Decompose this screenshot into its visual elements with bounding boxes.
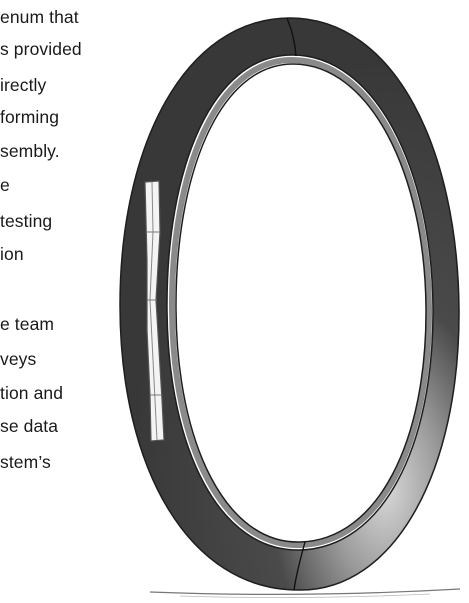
ring-inner-edge	[175, 63, 427, 543]
body-text-line: stem’s	[0, 452, 51, 472]
ring-seam-top	[286, 17, 297, 57]
floor-line	[149, 588, 461, 595]
ring-seam-bottom	[293, 541, 306, 591]
body-text-line: ion	[0, 244, 24, 264]
body-text-line: se data	[0, 416, 59, 436]
body-text-line: e	[0, 175, 10, 195]
sensor-strip	[144, 180, 165, 442]
body-text-line: irectly	[0, 75, 47, 95]
body-text-line: sembly.	[0, 141, 60, 161]
body-text-line: veys	[0, 349, 37, 369]
ring-body	[119, 17, 460, 591]
body-text-line: enum that	[0, 7, 79, 27]
body-text-line: forming	[0, 107, 60, 127]
sensor-strip-segment	[146, 231, 162, 396]
ring-inner-lip	[168, 56, 433, 549]
body-text-line: testing	[0, 211, 53, 231]
body-text-line: e team	[0, 314, 55, 334]
body-text-line: tion and	[0, 383, 64, 403]
body-text-column: enum that s provided irectly forming sem…	[0, 0, 140, 603]
floor-line-shadow	[179, 593, 431, 598]
body-text-line: s provided	[0, 39, 82, 59]
